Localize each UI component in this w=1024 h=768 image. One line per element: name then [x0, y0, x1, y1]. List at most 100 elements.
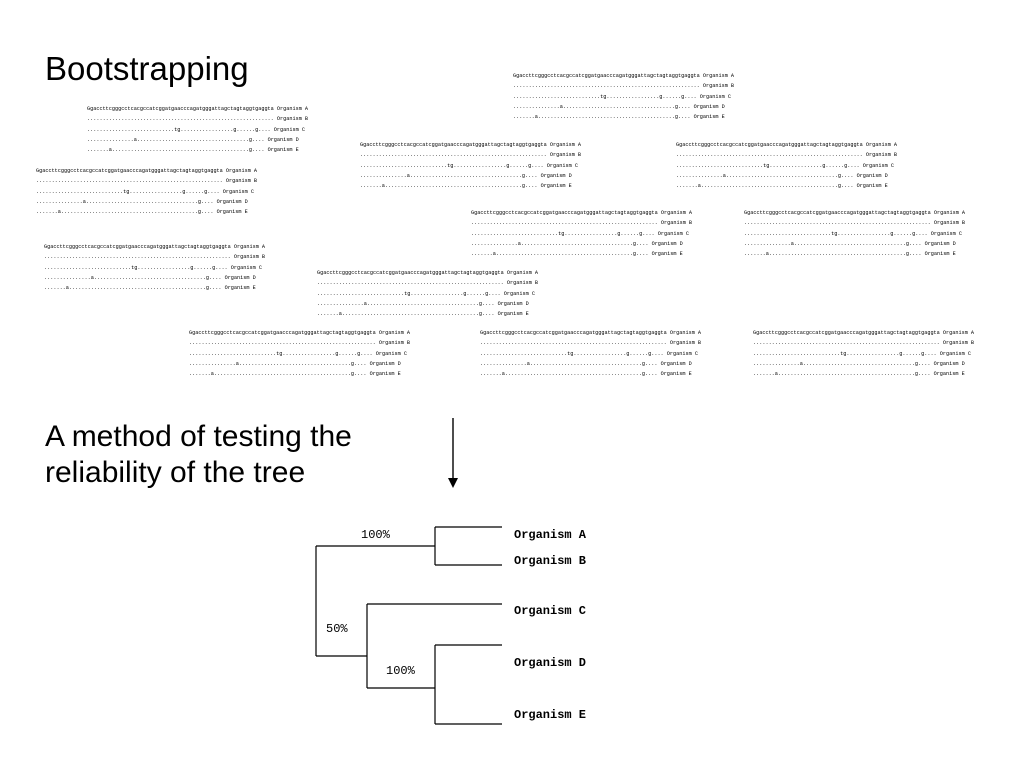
- alignment-row: Ggaccttcgggcctcacgccatcggatgaacccagatggg…: [360, 140, 581, 150]
- organism-label: Organism E: [224, 285, 256, 292]
- alignment-row: ............................tg..........…: [744, 229, 965, 239]
- organism-label: Organism B: [378, 340, 411, 347]
- sequence: .......a................................…: [87, 147, 265, 154]
- sequence: .......a................................…: [317, 311, 495, 318]
- organism-label: Organism B: [549, 152, 582, 159]
- organism-label: Organism C: [939, 350, 971, 357]
- organism-label: Organism A: [225, 168, 258, 174]
- sequence: ............................tg..........…: [480, 350, 664, 357]
- sequence: .......a................................…: [189, 371, 367, 378]
- alignment-row: Ggaccttcgggcctcacgccatcggatgaacccagatggg…: [471, 208, 692, 218]
- alignment-row: ........................................…: [87, 114, 308, 124]
- alignment-row: Ggaccttcgggcctcacgccatcggatgaacccagatggg…: [676, 140, 897, 150]
- alignment-row: .......a................................…: [471, 249, 692, 259]
- sequence: ...............a........................…: [36, 198, 214, 205]
- leaf-label-organism-a: Organism A: [514, 528, 587, 542]
- alignment-row: ............................tg..........…: [44, 263, 265, 273]
- alignment-row: ...............a........................…: [471, 239, 692, 249]
- bootstrap-value-de: 100%: [386, 664, 416, 678]
- leaf-label-organism-b: Organism B: [514, 554, 586, 568]
- alignment-row: .......a................................…: [676, 181, 897, 191]
- sequence: ........................................…: [480, 340, 667, 347]
- alignment-block: Ggaccttcgggcctcacgccatcggatgaacccagatggg…: [360, 140, 581, 191]
- alignment-row: ...............a........................…: [360, 171, 581, 181]
- organism-label: Organism D: [369, 360, 401, 367]
- sequence: Ggaccttcgggcctcacgccatcggatgaacccagatggg…: [471, 210, 658, 216]
- organism-label: Organism E: [540, 183, 572, 190]
- sequence: ........................................…: [87, 116, 274, 123]
- sequence: ............................tg..........…: [513, 93, 697, 100]
- sequence: ........................................…: [36, 178, 223, 185]
- alignment-row: .......a................................…: [753, 369, 974, 379]
- bootstrap-value-ab: 100%: [361, 528, 391, 542]
- sequence: ...............a........................…: [513, 103, 691, 110]
- organism-label: Organism B: [933, 220, 966, 227]
- sequence: Ggaccttcgggcctcacgccatcggatgaacccagatggg…: [44, 244, 231, 250]
- organism-label: Organism C: [230, 264, 262, 271]
- alignment-row: .......a................................…: [317, 309, 538, 319]
- alignment-row: ........................................…: [189, 338, 410, 348]
- organism-label: Organism E: [856, 183, 888, 190]
- alignment-row: ............................tg..........…: [189, 349, 410, 359]
- organism-label: Organism D: [660, 360, 692, 367]
- alignment-row: Ggaccttcgggcctcacgccatcggatgaacccagatggg…: [44, 242, 265, 252]
- alignment-block: Ggaccttcgggcctcacgccatcggatgaacccagatggg…: [744, 208, 965, 259]
- alignment-row: ...............a........................…: [317, 299, 538, 309]
- sequence: .......a................................…: [676, 183, 854, 190]
- organism-label: Organism C: [503, 290, 535, 297]
- sequence: ............................tg..........…: [44, 264, 228, 271]
- slide-title: Bootstrapping: [45, 50, 249, 87]
- sequence: .......a................................…: [471, 251, 649, 258]
- sequence: ............................tg..........…: [360, 162, 544, 169]
- organism-label: Organism C: [862, 162, 894, 169]
- organism-label: Organism A: [660, 210, 693, 216]
- sequence: .......a................................…: [513, 114, 691, 121]
- alignment-row: .......a................................…: [744, 249, 965, 259]
- sequence: ...............a........................…: [471, 240, 649, 247]
- alignment-block: Ggaccttcgggcctcacgccatcggatgaacccagatggg…: [676, 140, 897, 191]
- alignment-row: Ggaccttcgggcctcacgccatcggatgaacccagatggg…: [189, 328, 410, 338]
- alignment-row: Ggaccttcgggcctcacgccatcggatgaacccagatggg…: [87, 104, 308, 114]
- sequence: ............................tg..........…: [471, 230, 655, 237]
- sequence: ............................tg..........…: [36, 188, 220, 195]
- alignment-row: ...............a........................…: [44, 273, 265, 283]
- alignment-row: ........................................…: [44, 252, 265, 262]
- alignment-row: .......a................................…: [513, 112, 734, 122]
- alignment-block: Ggaccttcgggcctcacgccatcggatgaacccagatggg…: [44, 242, 265, 293]
- down-arrow-icon: [448, 418, 458, 488]
- sequence: ............................tg..........…: [189, 350, 373, 357]
- organism-label: Organism C: [222, 188, 254, 195]
- sequence: ...............a........................…: [480, 360, 658, 367]
- organism-label: Organism E: [651, 251, 683, 258]
- organism-label: Organism B: [506, 280, 539, 287]
- organism-label: Organism B: [669, 340, 702, 347]
- sequence: Ggaccttcgggcctcacgccatcggatgaacccagatggg…: [317, 270, 504, 276]
- sequence: ........................................…: [513, 83, 700, 90]
- alignment-block: Ggaccttcgggcctcacgccatcggatgaacccagatggg…: [480, 328, 701, 379]
- bootstrap-value-root: 50%: [326, 622, 348, 636]
- organism-label: Organism D: [224, 274, 256, 281]
- organism-label: Organism E: [933, 371, 965, 378]
- organism-label: Organism C: [666, 350, 698, 357]
- sequence: ............................tg..........…: [744, 230, 928, 237]
- subtitle-line-2: reliability of the tree: [45, 456, 306, 489]
- alignment-row: ........................................…: [676, 150, 897, 160]
- sequence: .......a................................…: [36, 209, 214, 216]
- sequence: .......a................................…: [753, 371, 931, 378]
- sequence: ........................................…: [744, 220, 931, 227]
- alignment-row: ........................................…: [513, 81, 734, 91]
- sequence: ............................tg..........…: [753, 350, 937, 357]
- alignment-row: Ggaccttcgggcctcacgccatcggatgaacccagatggg…: [317, 268, 538, 278]
- organism-label: Organism D: [933, 360, 965, 367]
- alignment-row: ............................tg..........…: [471, 229, 692, 239]
- alignment-row: ........................................…: [360, 150, 581, 160]
- sequence: .......a................................…: [744, 251, 922, 258]
- sequence: ........................................…: [317, 280, 504, 287]
- sequence: ............................tg..........…: [87, 126, 271, 133]
- sequence: Ggaccttcgggcctcacgccatcggatgaacccagatggg…: [744, 210, 931, 216]
- organism-label: Organism C: [657, 230, 689, 237]
- organism-label: Organism A: [942, 330, 975, 336]
- sequence: ...............a........................…: [360, 172, 538, 179]
- subtitle-line-1: A method of testing the: [45, 420, 352, 453]
- alignment-row: ............................tg..........…: [87, 125, 308, 135]
